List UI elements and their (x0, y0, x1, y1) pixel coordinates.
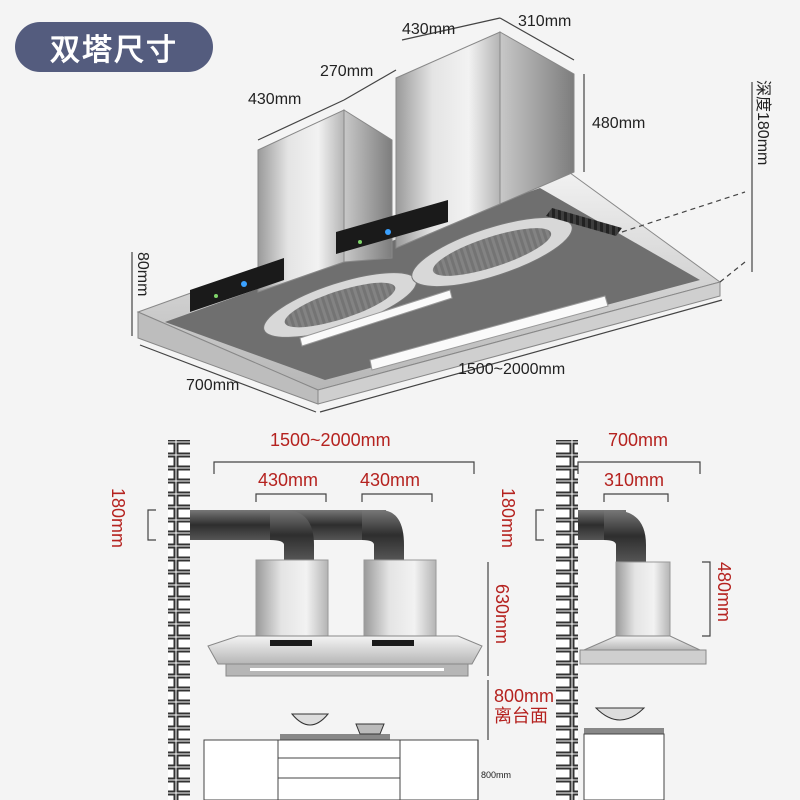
indicator-light (214, 294, 218, 298)
side-hood-lip (579, 649, 707, 665)
front-control-left (270, 640, 312, 646)
side-dimension-lines (535, 461, 711, 637)
brick-wall (168, 440, 190, 800)
indicator-light (385, 229, 391, 235)
front-duct-height-label: 180mm (108, 488, 128, 548)
light-bar (299, 289, 453, 347)
front-dimension-lines (147, 461, 489, 800)
light-bar (369, 295, 609, 371)
side-tower (615, 561, 671, 637)
iso-dimension-lines (131, 17, 753, 413)
indicator-light (358, 240, 362, 244)
stove-top (280, 734, 390, 740)
panel-height-label: 80mm (134, 252, 151, 296)
left-duct-elbow (270, 510, 314, 560)
front-total-height-label: 630mm (492, 584, 512, 644)
left-control-panel (190, 258, 284, 312)
install-height-label: 800mm (494, 686, 554, 706)
depth-label: 深度180mm (754, 80, 772, 165)
install-note-label: 离台面 (494, 706, 548, 726)
side-duct-height-label: 180mm (498, 488, 518, 548)
side-tower-depth-label: 310mm (604, 470, 664, 490)
cabinet-height-label: 800mm (481, 770, 511, 780)
hood-side-lip (317, 281, 721, 405)
right-control-panel (336, 200, 448, 254)
right-tower-side (499, 31, 575, 205)
tower-left-width-label: 430mm (248, 91, 301, 108)
gap-label: 270mm (320, 63, 373, 80)
tower-height-label: 480mm (592, 115, 645, 132)
side-view: 700mm 310mm 180mm 480mm (498, 430, 734, 800)
left-intake-grille (284, 282, 396, 328)
wok-icon (290, 713, 330, 726)
side-hood-body (583, 635, 701, 651)
side-tower-height-label: 480mm (714, 562, 734, 622)
side-stove-top (584, 728, 664, 734)
front-length-label: 1500~2000mm (270, 430, 391, 450)
front-control-right (372, 640, 414, 646)
front-view: 1500~2000mm 430mm 430mm 180mm 630mm 800m… (108, 430, 554, 800)
side-wok-icon (594, 707, 646, 721)
title-badge: 双塔尺寸 (15, 22, 213, 72)
side-duct-elbow (604, 510, 646, 562)
front-light-bar (250, 668, 444, 671)
front-right-tower (363, 559, 437, 639)
tower-right-depth-label: 310mm (518, 13, 571, 30)
front-tower-left-label: 430mm (258, 470, 318, 490)
side-depth-label: 700mm (608, 430, 668, 450)
indicator-light (241, 281, 247, 287)
hood-depth-label: 700mm (186, 377, 239, 394)
side-cabinet (583, 733, 665, 800)
vent-grille (546, 208, 622, 236)
cabinet (203, 739, 479, 800)
front-hood-body (207, 635, 483, 665)
right-duct-elbow (362, 510, 404, 560)
front-left-tower (255, 559, 329, 639)
hood-length-label: 1500~2000mm (458, 361, 565, 378)
right-intake-grille (432, 228, 552, 276)
front-tower-right-label: 430mm (360, 470, 420, 490)
isometric-view: 430mm 270mm 430mm 310mm 480mm 深度180mm 80… (131, 13, 772, 413)
side-brick-wall (556, 440, 578, 800)
tower-right-width-label: 430mm (402, 21, 455, 38)
burner-icon (355, 723, 385, 735)
